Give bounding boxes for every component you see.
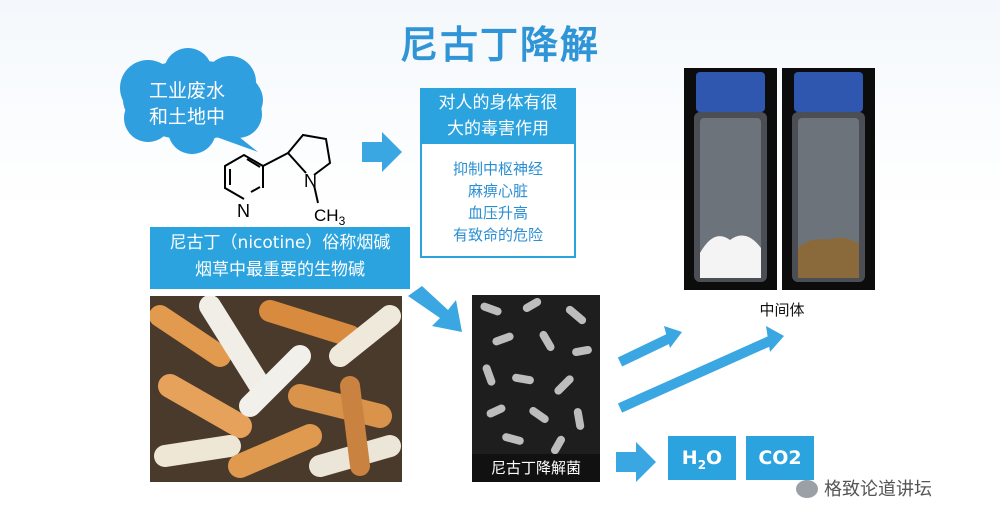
bacteria-illustration: [480, 298, 592, 455]
vial-photo-left: [684, 68, 777, 290]
methyl-ch: CH: [314, 206, 339, 225]
methyl-group: CH3: [314, 206, 346, 228]
cloud-text: 工业废水 和土地中: [132, 78, 242, 130]
intermediate-label: 中间体: [759, 301, 805, 319]
arrow-down-right-icon: [408, 286, 462, 332]
effect-item: 有致命的危险: [452, 226, 543, 244]
nicotine-description: 尼古丁（nicotine）俗称烟碱 烟草中最重要的生物碱: [150, 227, 410, 289]
effects-header-line-2: 大的毒害作用: [447, 119, 549, 139]
effect-item: 抑制中枢神经: [452, 160, 543, 178]
arrow-right-icon: [616, 442, 656, 482]
effect-item: 血压升高: [467, 204, 528, 222]
page-title: 尼古丁降解: [399, 23, 600, 67]
amine-nitrogen: N: [304, 171, 317, 191]
water-sub: 2: [697, 457, 707, 472]
effects-header-line-1: 对人的身体有很: [438, 93, 558, 113]
watermark: 格致论道讲坛: [796, 475, 986, 501]
effect-item: 麻痹心脏: [467, 182, 528, 200]
speech-cloud: [120, 48, 263, 154]
water-o: O: [706, 447, 723, 469]
nicotine-line-1: 尼古丁（nicotine）俗称烟碱: [169, 233, 391, 253]
cigarette-butts-photo: [150, 296, 402, 482]
co2-product: CO2: [746, 436, 814, 480]
water-product: H2O: [668, 436, 736, 480]
vial-photo-right: [782, 68, 875, 290]
vial-right-illustration: [792, 72, 865, 282]
arrow-up-right-icon: [617, 335, 775, 413]
cloud-line-2: 和土地中: [148, 106, 225, 128]
wechat-icon: [796, 480, 818, 498]
pyridine-nitrogen: N: [237, 201, 250, 221]
cigarette-butts-illustration: [150, 296, 402, 482]
bacteria-label: 尼古丁降解菌: [472, 454, 600, 482]
water-h: H: [681, 447, 698, 469]
cloud-line-1: 工业废水: [148, 80, 225, 102]
vial-left-illustration: [694, 72, 767, 282]
watermark-text: 格致论道讲坛: [824, 479, 932, 500]
effects-list: 抑制中枢神经 麻痹心脏 血压升高 有致命的危险: [420, 144, 576, 258]
nicotine-line-2: 烟草中最重要的生物碱: [195, 260, 365, 280]
arrow-up-right-icon: [617, 333, 673, 367]
effects-header: 对人的身体有很 大的毒害作用: [420, 88, 576, 144]
arrow-right-icon: [362, 132, 402, 172]
bacteria-micrograph: [472, 295, 600, 481]
methyl-sub: 3: [339, 214, 346, 228]
nicotine-structure: N N CH3: [224, 133, 346, 228]
